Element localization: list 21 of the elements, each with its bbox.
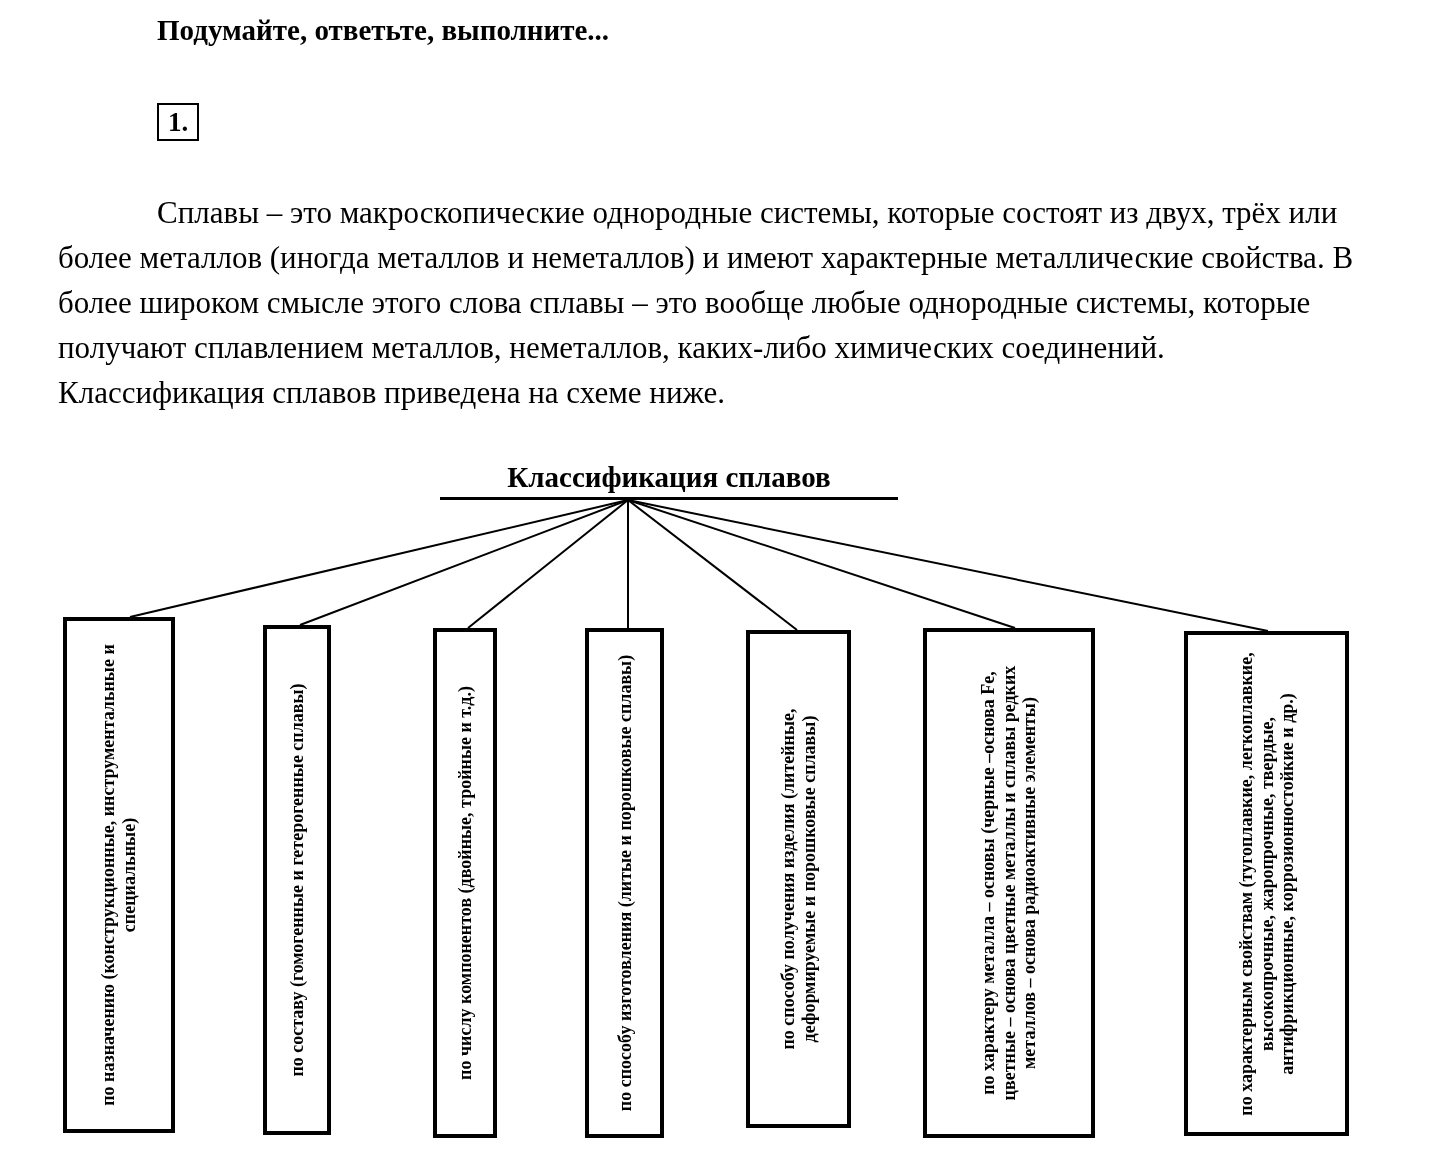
connector-line: [467, 499, 629, 629]
category-text: по способу изготовления (литые и порошковые сплавы): [614, 653, 635, 1114]
category-text: по характерным свойствам (тугоплавкие, легкоплавкие, высокопрочные, жаропрочные, твердые, антифрикционные, коррозионностойкие и др.): [1235, 650, 1298, 1118]
heading-node: Классификация сплавов: [440, 458, 898, 500]
category-text: по числу компонентов (двойные, тройные и т.д.): [454, 685, 476, 1082]
task-number: 1.: [157, 103, 199, 141]
category-box: [433, 628, 497, 1138]
category-text: по назначению (конструкционные, инструментальные и специальные): [98, 643, 140, 1108]
category-box: [923, 628, 1095, 1138]
connector-line: [627, 499, 629, 629]
category-box: [746, 630, 851, 1128]
category-text: по способу получения изделия (литейные, деформируемые и порошковые сплавы): [777, 707, 820, 1052]
category-text: по составу (гомогенные и гетерогенные сплавы): [286, 682, 308, 1079]
category-box: [585, 628, 664, 1138]
connector-line: [627, 499, 798, 631]
heading: Подумайте, ответьте, выполните...: [157, 14, 610, 47]
category-box: [63, 617, 175, 1133]
category-box: [263, 625, 331, 1135]
category-box: [1184, 631, 1349, 1136]
paragraph: Сплавы – это макроскопические однородные системы, которые состоят из двух, трёх или более металлов (иногда металлов и неметаллов) и имеют характерные металлические свойства. В более широком смысле этого слова сплавы – это вообще любые однородные системы, которые получают сплавлением металлов, неметаллов, каких-либо химических соединений. Классификация сплавов приведена на схеме ниже.: [58, 194, 1355, 412]
category-text: по характеру металла – основы (черные –основа Fe, цветные – основа цветные металлы и сплавы редких металлов – основа радиоактивные элементы): [977, 664, 1041, 1103]
